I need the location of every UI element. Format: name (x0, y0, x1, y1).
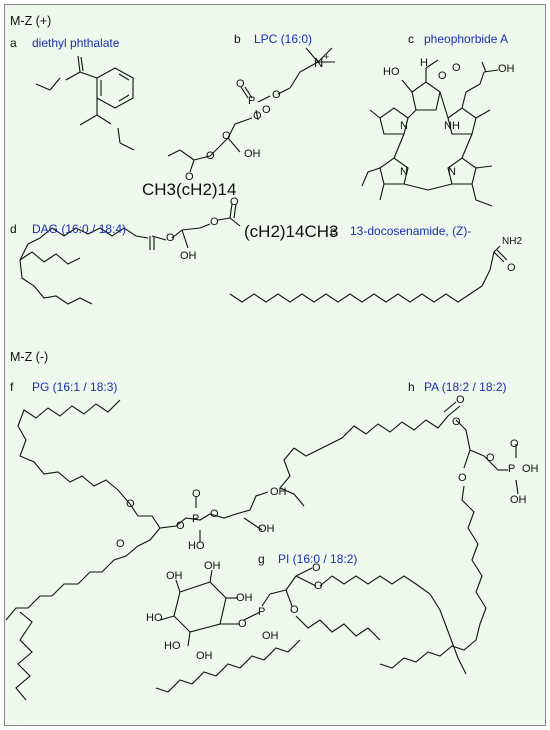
f-atom-o2: O (176, 520, 185, 532)
g-atom-oh4: OH (196, 650, 213, 662)
f-atom-o1: O (126, 498, 135, 510)
h-atom-oh2: OH (510, 494, 527, 506)
h-atom-p: P (508, 463, 516, 475)
g-atom-p: P (258, 606, 266, 618)
c-atom-ho: HO (383, 66, 400, 78)
f-atom-o4: O (210, 508, 219, 520)
g-atom-ho2: HO (164, 640, 181, 652)
label-letter-a: a (10, 36, 17, 50)
f-atom-o5: O (116, 538, 125, 550)
label-letter-g: g (258, 552, 265, 566)
b-atom-o7: O (185, 171, 194, 183)
section-negative-mode: M-Z (-) (10, 350, 49, 364)
f-atom-o3: O (192, 488, 201, 500)
c-atom-oh: OH (498, 63, 515, 75)
c-atom-h: H (420, 57, 428, 69)
b-atom-o3: O (262, 104, 271, 116)
b-atom-o5: O (222, 130, 231, 142)
c-atom-n3: N (448, 166, 456, 178)
f-atom-p: P (192, 513, 200, 525)
structure-e-bonds (229, 245, 508, 303)
b-atom-oh: OH (244, 148, 261, 160)
g-atom-o4: O (314, 580, 323, 592)
d-atom-o1: O (166, 232, 175, 244)
label-letter-c: c (408, 32, 414, 46)
c-atom-n1: N (400, 120, 408, 132)
label-name-h: PA (18:2 / 18:2) (424, 380, 507, 394)
label-name-g: PI (16:0 / 18:2) (278, 552, 358, 566)
d-atom-o2: O (210, 216, 219, 228)
c-atom-nh: NH (444, 120, 460, 132)
b-atom-n: N (314, 55, 324, 70)
g-atom-o1: O (238, 618, 247, 630)
d-chain-formula: (cH2)14CH3 (244, 222, 339, 241)
g-atom-oh3: OH (236, 592, 253, 604)
structure-c-bonds (361, 59, 499, 207)
b-atom-p: P (248, 95, 256, 107)
label-name-c: pheophorbide A (424, 32, 509, 46)
f-atom-ho: HO (188, 540, 205, 552)
c-atom-o2: O (452, 62, 461, 74)
h-atom-o1: O (456, 394, 465, 406)
label-letter-f: f (10, 380, 14, 394)
label-name-b: LPC (16:0) (254, 32, 313, 46)
label-name-a: diethyl phthalate (32, 36, 120, 50)
c-atom-o1: O (438, 70, 447, 82)
b-atom-charge: + (324, 52, 330, 62)
h-atom-o4: O (510, 438, 519, 450)
f-atom-oh1: OH (270, 486, 287, 498)
label-letter-e: e (330, 224, 337, 238)
structure-b-bonds (167, 47, 335, 173)
structure-d-bonds (19, 203, 241, 305)
structure-f-bonds (5, 399, 269, 701)
structure-g-bonds (155, 567, 467, 693)
g-atom-oh2: OH (204, 560, 221, 572)
structure-h-bonds (279, 401, 519, 669)
d-atom-o3: O (230, 196, 239, 208)
h-atom-oh1: OH (522, 463, 539, 475)
g-atom-ho1: HO (146, 612, 163, 624)
label-name-d: DAG (16:0 / 18:4) (32, 222, 127, 236)
b-chain-formula: CH3(cH2)14 (142, 180, 237, 199)
structure-a-bonds (35, 55, 135, 151)
c-atom-n2: N (400, 166, 408, 178)
g-atom-o2: O (312, 562, 321, 574)
f-atom-oh2: OH (258, 523, 275, 535)
label-letter-h: h (408, 380, 415, 394)
g-atom-oh5: OH (262, 630, 279, 642)
label-letter-b: b (234, 32, 241, 46)
figure-panel (4, 4, 546, 726)
h-atom-o3: O (486, 452, 495, 464)
h-atom-o5: O (458, 472, 467, 484)
label-name-f: PG (16:1 / 18:3) (32, 380, 118, 394)
label-name-e: 13-docosenamide, (Z)- (350, 224, 472, 238)
b-atom-o4: O (253, 110, 262, 122)
d-atom-oh: OH (180, 250, 197, 262)
g-atom-oh1: OH (166, 570, 183, 582)
h-atom-o2: O (452, 416, 461, 428)
g-atom-o3: O (290, 604, 299, 616)
e-atom-nh2: NH2 (502, 236, 523, 247)
b-atom-o1: O (272, 89, 281, 101)
e-atom-o: O (507, 262, 516, 274)
label-letter-d: d (10, 222, 17, 236)
b-atom-o6: O (206, 150, 215, 162)
b-atom-o2: O (236, 78, 245, 90)
section-positive-mode: M-Z (+) (10, 14, 52, 28)
